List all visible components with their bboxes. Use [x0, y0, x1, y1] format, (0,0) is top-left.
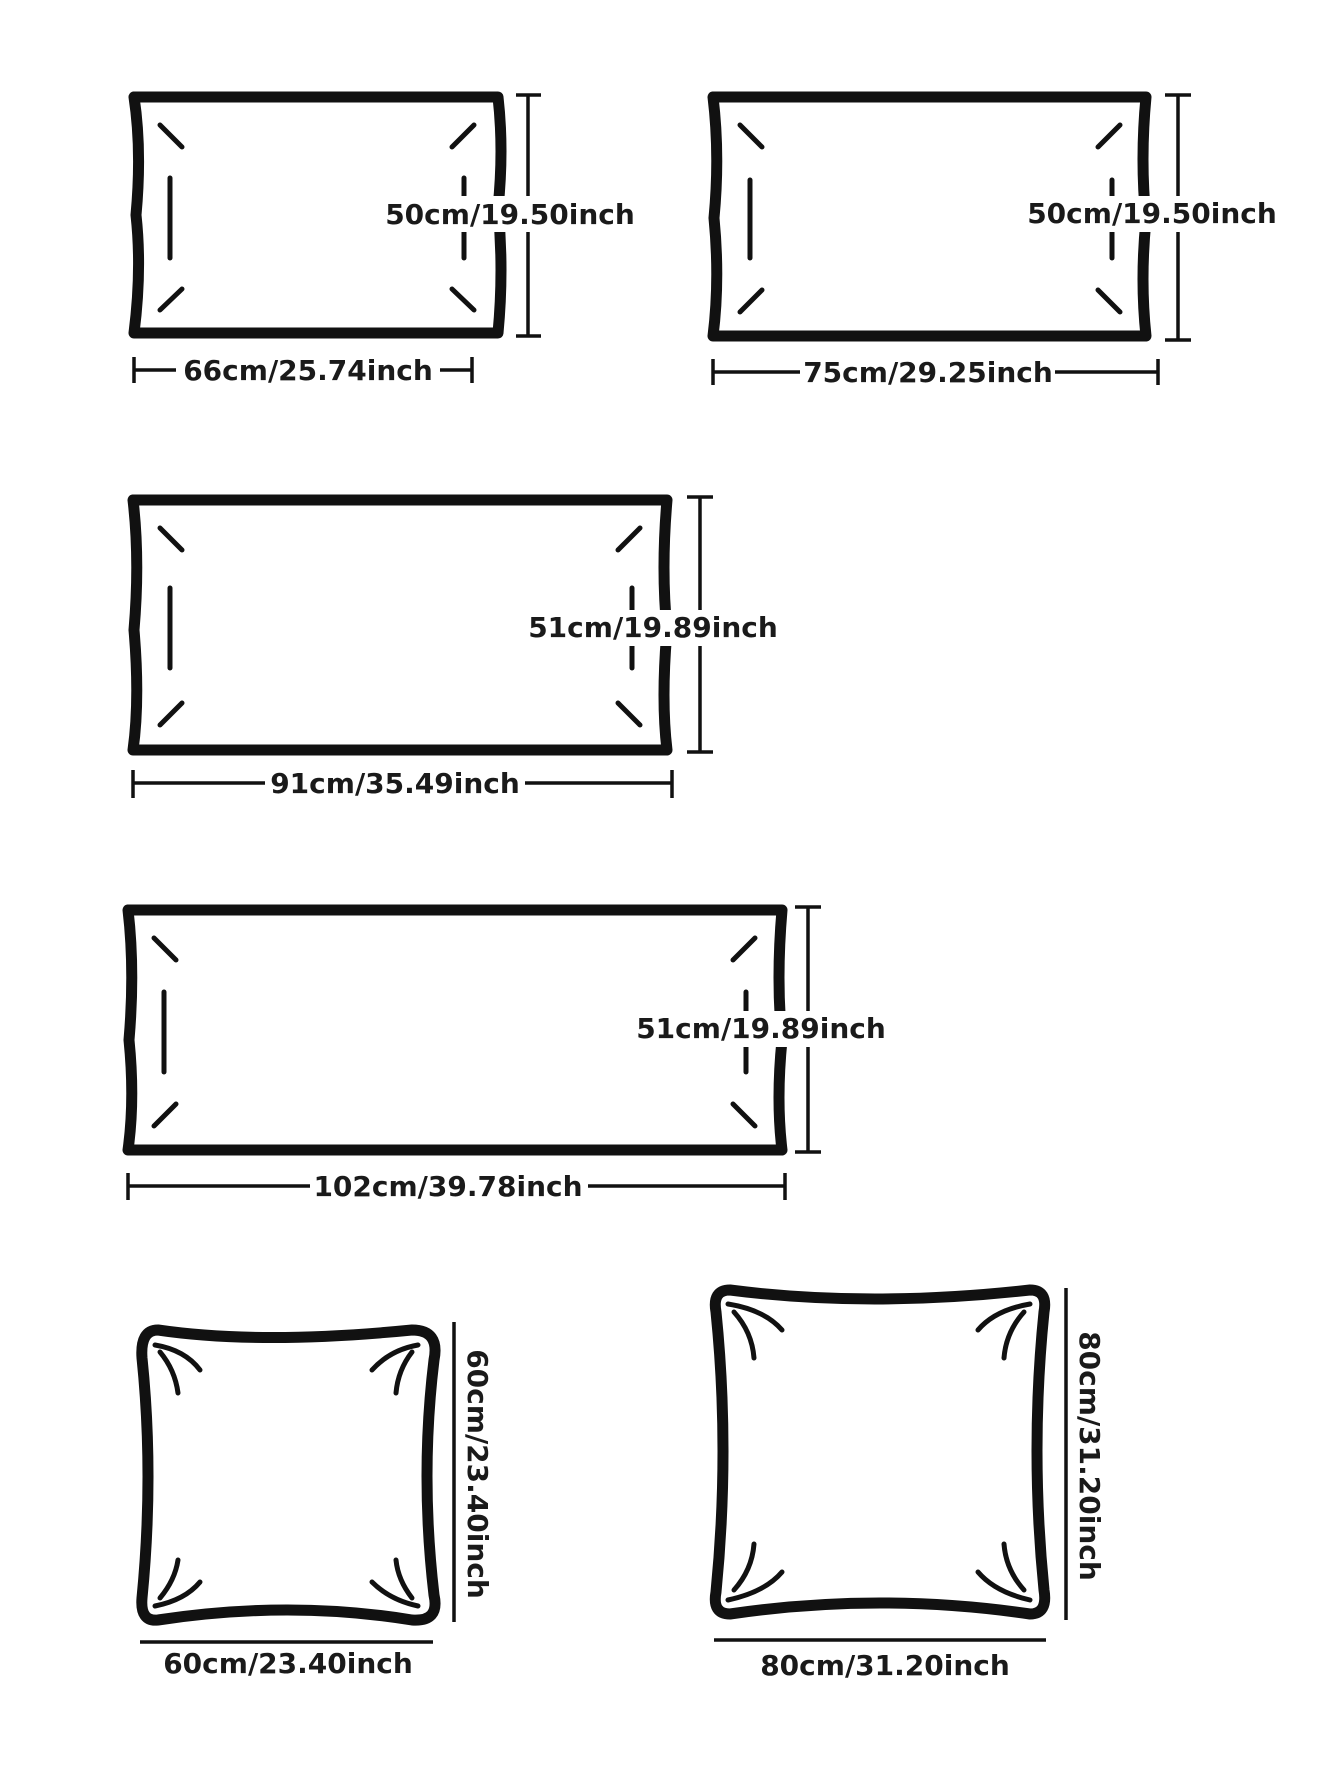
height-dimension: 50cm/19.50inch — [1027, 93, 1277, 342]
pillow-king: 51cm/19.89inch 91cm/35.49inch — [127, 494, 778, 800]
width-dimension: 80cm/31.20inch — [714, 1638, 1046, 1682]
height-label: 80cm/31.20inch — [1073, 1331, 1106, 1581]
pillow-body: 51cm/19.89inch 102cm/39.78inch — [122, 904, 886, 1203]
width-label: 60cm/23.40inch — [163, 1647, 413, 1680]
height-dimension: 60cm/23.40inch — [452, 1322, 496, 1622]
width-dimension: 102cm/39.78inch — [126, 1170, 787, 1203]
width-dimension: 75cm/29.25inch — [711, 356, 1160, 389]
height-label: 51cm/19.89inch — [528, 611, 778, 644]
pillow-queen: 50cm/19.50inch 75cm/29.25inch — [707, 91, 1277, 389]
pillow-outline — [122, 904, 788, 1156]
width-label: 80cm/31.20inch — [760, 1649, 1010, 1682]
width-dimension: 60cm/23.40inch — [140, 1640, 433, 1680]
pillow-outline — [707, 91, 1152, 342]
pillow-square-80: 80cm/31.20inch 80cm/31.20inch — [709, 1284, 1108, 1682]
width-label: 91cm/35.49inch — [270, 767, 520, 800]
pillow-standard: 50cm/19.50inch 66cm/25.74inch — [128, 91, 635, 387]
height-dimension: 80cm/31.20inch — [1064, 1288, 1108, 1620]
width-dimension: 66cm/25.74inch — [132, 354, 474, 387]
pillow-outline — [128, 91, 507, 339]
width-label: 66cm/25.74inch — [183, 354, 433, 387]
height-label: 51cm/19.89inch — [636, 1012, 886, 1045]
height-dimension: 50cm/19.50inch — [385, 93, 635, 338]
height-dimension: 51cm/19.89inch — [528, 495, 778, 754]
pillow-outline — [136, 1324, 441, 1626]
height-dimension: 51cm/19.89inch — [636, 905, 886, 1154]
height-label: 50cm/19.50inch — [1027, 197, 1277, 230]
pillow-outline — [709, 1284, 1051, 1620]
width-label: 75cm/29.25inch — [803, 356, 1053, 389]
pillow-square-60: 60cm/23.40inch 60cm/23.40inch — [136, 1322, 496, 1680]
height-label: 60cm/23.40inch — [461, 1349, 494, 1599]
height-label: 50cm/19.50inch — [385, 198, 635, 231]
pillow-outline — [127, 494, 673, 756]
width-label: 102cm/39.78inch — [313, 1170, 582, 1203]
width-dimension: 91cm/35.49inch — [131, 767, 674, 800]
